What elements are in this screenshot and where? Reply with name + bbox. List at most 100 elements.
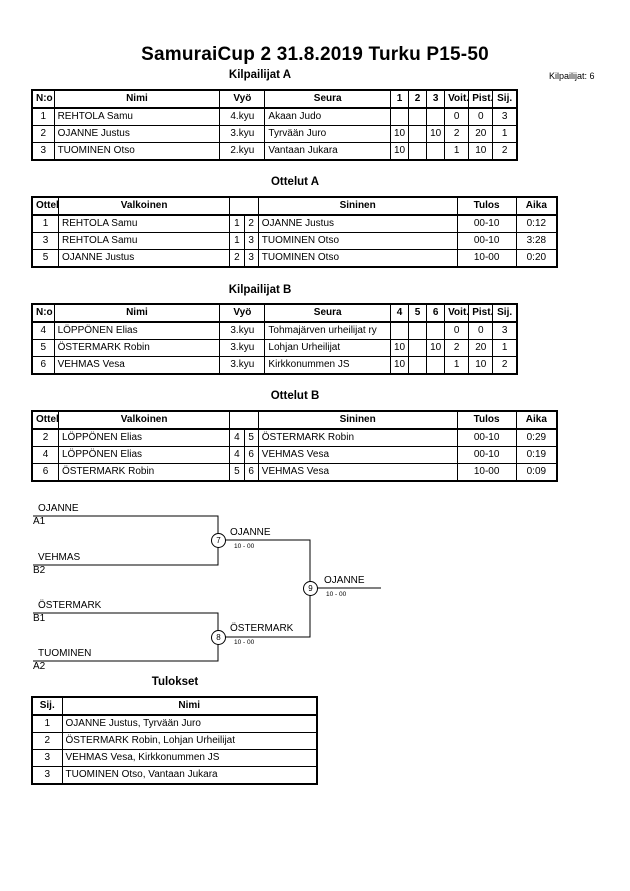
col-header: Seura [264, 89, 391, 109]
table-cell: 0:20 [515, 249, 558, 268]
table-cell: 5 [31, 339, 55, 357]
bracket-slot4-name: TUOMINEN [38, 648, 92, 659]
page-title: SamuraiCup 2 31.8.2019 Turku P15-50 [141, 44, 489, 65]
bracket-slot3-name: ÖSTERMARK [38, 600, 102, 611]
table-cell: 1 [492, 125, 518, 143]
table-cell: 3 [31, 232, 59, 250]
col-header: Ottelu [31, 196, 59, 216]
table-cell: 4 [31, 321, 55, 340]
table-cell: 3 [492, 321, 518, 340]
table-cell: 3 [243, 249, 259, 268]
pool-b-header-row: N:o Nimi Vyö Seura 4 5 6 Voit. Pist. Sij… [31, 303, 518, 323]
col-header: Valkoinen [57, 196, 231, 216]
matches-b-title: Ottelut B [270, 390, 320, 402]
final-score: 10 - 00 [326, 591, 347, 598]
match-number-badge: 8 [211, 630, 226, 645]
table-cell: TUOMINEN Otso, Vantaan Jukara [61, 766, 318, 785]
table-cell: 3 [31, 766, 63, 785]
table-cell: 3.kyu [219, 339, 266, 357]
bracket-slot1-name: OJANNE [38, 503, 79, 514]
table-cell: 6 [243, 446, 259, 464]
pool-a-header-row: N:o Nimi Vyö Seura 1 2 3 Voit. Pist. Sij… [31, 89, 518, 109]
table-cell: Kirkkonummen JS [264, 356, 391, 375]
table-cell: TUOMINEN Otso [257, 249, 458, 268]
competitor-count: Kilpailijat: 6 [549, 71, 595, 81]
col-header: Sij. [31, 696, 63, 716]
table-cell: 6 [31, 463, 59, 482]
table-cell: VEHMAS Vesa, Kirkkonummen JS [61, 749, 318, 767]
table-cell: ÖSTERMARK Robin, Lohjan Urheilijat [61, 732, 318, 750]
results-header-row: Sij. Nimi [31, 696, 318, 716]
table-cell: ÖSTERMARK Robin [57, 463, 231, 482]
table-cell: 2.kyu [219, 142, 266, 161]
col-header: N:o [31, 89, 55, 109]
matches-b-table: Ottelu Valkoinen Sininen Tulos Aika 2LÖP… [31, 410, 558, 482]
col-header: Vyö [219, 89, 266, 109]
table-cell: 3:28 [515, 232, 558, 250]
table-cell: 3 [31, 749, 63, 767]
table-cell: 2 [492, 142, 518, 161]
table-cell: 3 [243, 232, 259, 250]
matches-a-table: Ottelu Valkoinen Sininen Tulos Aika 1REH… [31, 196, 558, 268]
bracket-slot2-name: VEHMAS [38, 552, 81, 563]
bracket-slot2-label: B2 [33, 565, 46, 576]
pool-b-table: N:o Nimi Vyö Seura 4 5 6 Voit. Pist. Sij… [31, 303, 518, 375]
table-cell: 00-10 [456, 446, 517, 464]
table-cell: 3.kyu [219, 356, 266, 375]
col-header: 6 [426, 303, 446, 323]
bracket-slot3-label: B1 [33, 613, 46, 624]
table-cell: 6 [31, 356, 55, 375]
col-header: Sij. [492, 303, 518, 323]
col-header: Pist. [468, 303, 494, 323]
table-cell: 2 [492, 356, 518, 375]
table-cell: 2 [31, 732, 63, 750]
bracket-slot4-label: A2 [33, 661, 46, 672]
final-winner: OJANNE [324, 575, 365, 586]
table-cell: LÖPPÖNEN Elias [57, 446, 231, 464]
match-number-badge: 9 [303, 581, 318, 596]
table-cell: 10-00 [456, 249, 517, 268]
table-cell: 00-10 [456, 232, 517, 250]
semi1-winner: OJANNE [230, 527, 271, 538]
col-header: Aika [515, 196, 558, 216]
table-cell: Vantaan Jukara [264, 142, 391, 161]
table-cell: 1 [492, 339, 518, 357]
matches-a-title: Ottelut A [270, 176, 320, 188]
table-cell: 1 [444, 356, 470, 375]
col-header: Voit. [444, 303, 470, 323]
table-cell: 0:19 [515, 446, 558, 464]
table-cell: 5 [229, 463, 245, 482]
table-cell: 6 [243, 463, 259, 482]
table-cell: 10-00 [456, 463, 517, 482]
col-header: Nimi [61, 696, 318, 716]
col-header: Tulos [456, 196, 517, 216]
col-header: N:o [31, 303, 55, 323]
bracket-slot1-label: A1 [33, 516, 46, 527]
col-header: Valkoinen [57, 410, 231, 430]
col-header: 2 [407, 89, 428, 109]
col-header: Voit. [444, 89, 470, 109]
table-cell: 10 [389, 356, 410, 375]
col-header: Aika [515, 410, 558, 430]
pool-b-title: Kilpailijat B [228, 284, 292, 296]
matches-b-header-row: Ottelu Valkoinen Sininen Tulos Aika [31, 410, 558, 430]
semi2-score: 10 - 00 [234, 639, 255, 646]
match-number-badge: 7 [211, 533, 226, 548]
table-cell: Tyrvään Juro [264, 125, 391, 143]
table-cell: TUOMINEN Otso [53, 142, 221, 161]
results-title: Tulokset [151, 676, 199, 688]
table-cell: VEHMAS Vesa [53, 356, 221, 375]
table-cell: 3.kyu [219, 125, 266, 143]
pool-a-table: N:o Nimi Vyö Seura 1 2 3 Voit. Pist. Sij… [31, 89, 518, 161]
